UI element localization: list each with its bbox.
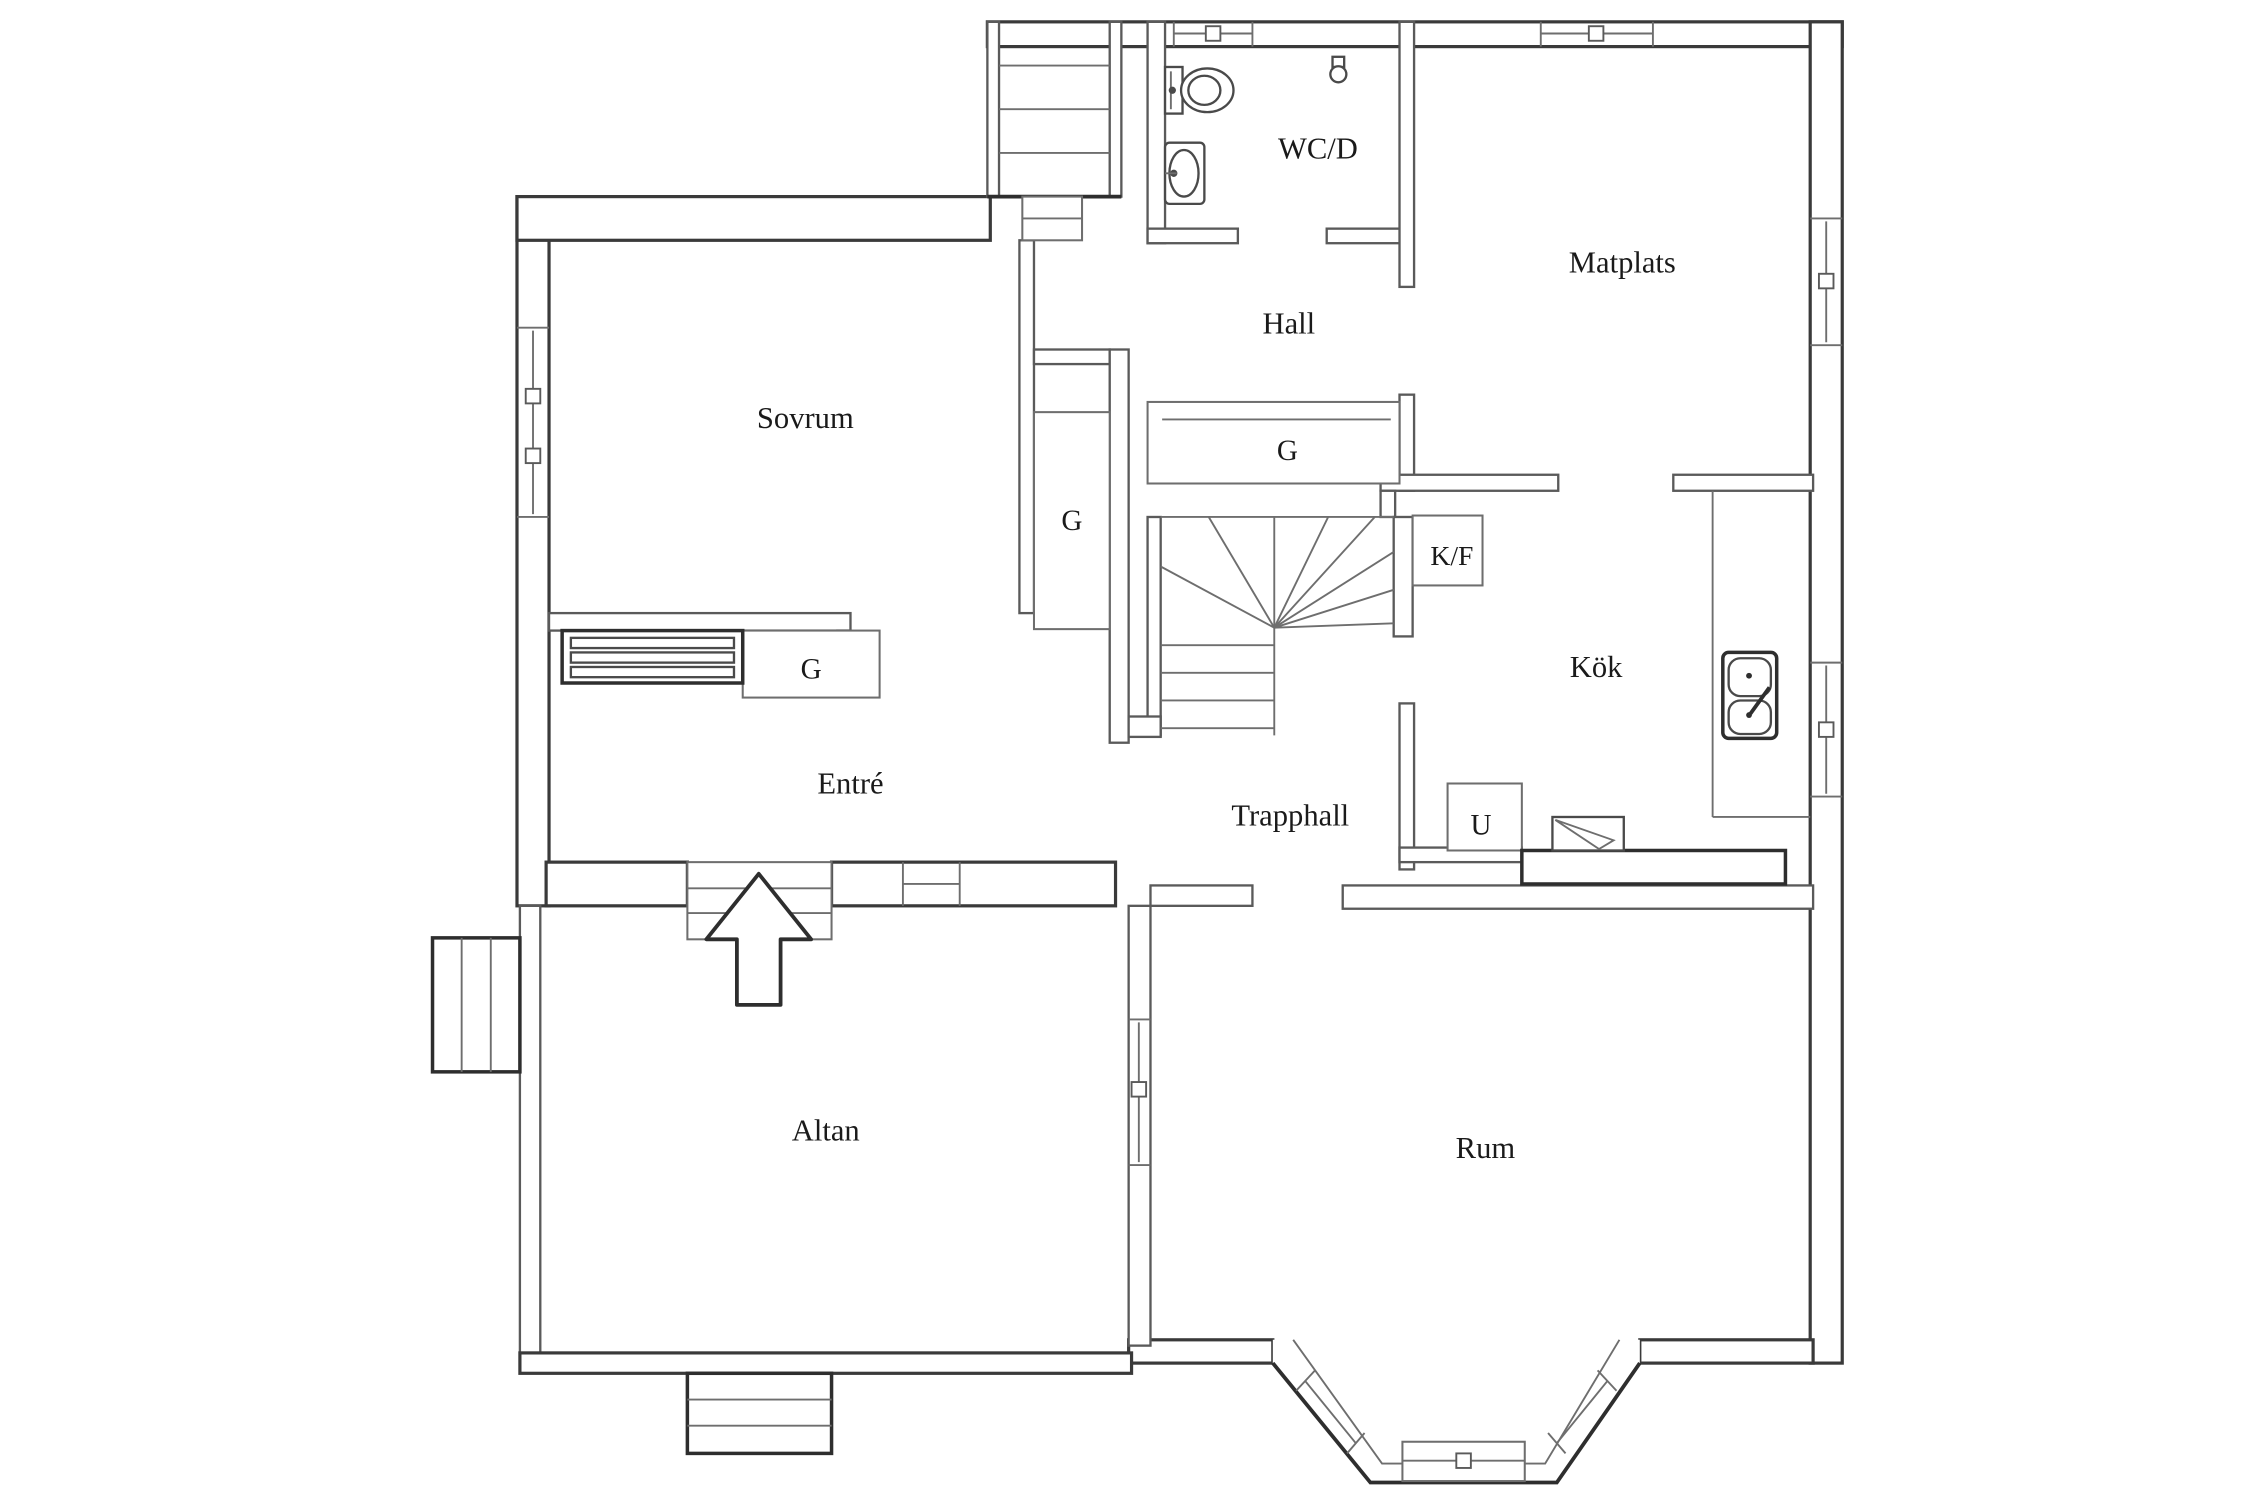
exterior-walls xyxy=(515,20,1844,1375)
wall-segment xyxy=(547,611,852,632)
wall-segment xyxy=(1032,348,1111,366)
room-label-wcd: WC/D xyxy=(1278,132,1358,166)
wall-segment xyxy=(1672,473,1815,492)
toilet-icon xyxy=(1163,65,1235,115)
upper-stairs xyxy=(987,64,1122,242)
wall-segment xyxy=(518,1351,1134,1375)
closet-g-hall xyxy=(1146,400,1401,485)
appliance-fold-mark xyxy=(1551,815,1625,852)
kitchen-double-sink-icon xyxy=(1721,650,1779,741)
window-marker xyxy=(901,862,961,906)
bay-outer-edge xyxy=(1271,1361,1642,1485)
closet-g-column xyxy=(1032,411,1111,631)
room-label-hall: Hall xyxy=(1263,306,1316,340)
bay-wall-band xyxy=(1272,1339,1640,1483)
wall-segment xyxy=(1018,239,1036,615)
window-marker xyxy=(1401,1440,1526,1483)
bottom-deck-steps xyxy=(685,1371,834,1456)
wall-segment xyxy=(1392,515,1414,638)
closet-label-g-entre: G xyxy=(801,654,822,686)
wall-segment xyxy=(518,904,542,1375)
wall-segment xyxy=(1379,473,1560,492)
room-label-sovrum: Sovrum xyxy=(757,401,854,435)
wall-segment xyxy=(1341,884,1815,910)
room-label-entre: Entré xyxy=(817,767,883,801)
wall-segment xyxy=(544,860,689,908)
window-marker xyxy=(1172,21,1254,47)
wall-segment xyxy=(1398,20,1416,289)
room-label-matplats: Matplats xyxy=(1569,245,1676,279)
wall-segment xyxy=(515,195,992,242)
closet-label-kf: K/F xyxy=(1430,540,1473,571)
wall-segment xyxy=(1146,515,1162,737)
winder-stairs xyxy=(1160,516,1395,736)
wall-segment xyxy=(1127,715,1162,739)
window-marker xyxy=(1295,1369,1366,1455)
wall-segment xyxy=(1325,227,1404,245)
kitchen-counter xyxy=(1520,490,1811,886)
wall-segment xyxy=(1379,489,1397,519)
window-marker xyxy=(516,326,550,518)
kitchen-bench xyxy=(1520,848,1788,886)
room-label-kok: Kök xyxy=(1570,650,1623,684)
wall-segment xyxy=(1108,20,1123,198)
closet-label-g-hall: G xyxy=(1277,435,1298,467)
wall-segment xyxy=(1149,884,1254,907)
window-marker xyxy=(1810,217,1843,347)
wall-segment xyxy=(1146,20,1167,245)
window-marker xyxy=(1547,1369,1618,1455)
wall-segment xyxy=(1638,1338,1815,1365)
window-marker xyxy=(1539,21,1654,47)
window-marker xyxy=(1128,1018,1151,1166)
room-label-rum: Rum xyxy=(1456,1131,1516,1165)
room-labels: Sovrum Hall WC/D Matplats Kök Entré Trap… xyxy=(757,132,1676,1165)
wall-segment xyxy=(986,20,1001,198)
wardrobe-shelves xyxy=(560,628,745,685)
wall-segment xyxy=(1146,227,1240,245)
room-label-trapphall: Trapphall xyxy=(1231,799,1349,833)
closet-label-g-column: G xyxy=(1061,505,1082,537)
closets xyxy=(741,400,1523,852)
closet-g-entre xyxy=(741,629,881,699)
washbasin-icon xyxy=(1163,141,1206,206)
bay-window xyxy=(1271,1339,1642,1485)
room-label-altan: Altan xyxy=(792,1113,860,1147)
wall-segment xyxy=(1108,348,1130,744)
wall-segment xyxy=(829,860,1118,908)
shower-icon xyxy=(1329,55,1348,84)
window-marker xyxy=(1810,661,1843,798)
closet-kf xyxy=(1411,514,1484,587)
closet-u xyxy=(1446,782,1523,852)
wall-segment xyxy=(515,195,551,908)
wall-segment xyxy=(1398,702,1416,871)
entry-arrow-icon xyxy=(704,871,814,1007)
closet-label-u: U xyxy=(1471,809,1492,841)
side-deck-steps xyxy=(430,936,522,1074)
